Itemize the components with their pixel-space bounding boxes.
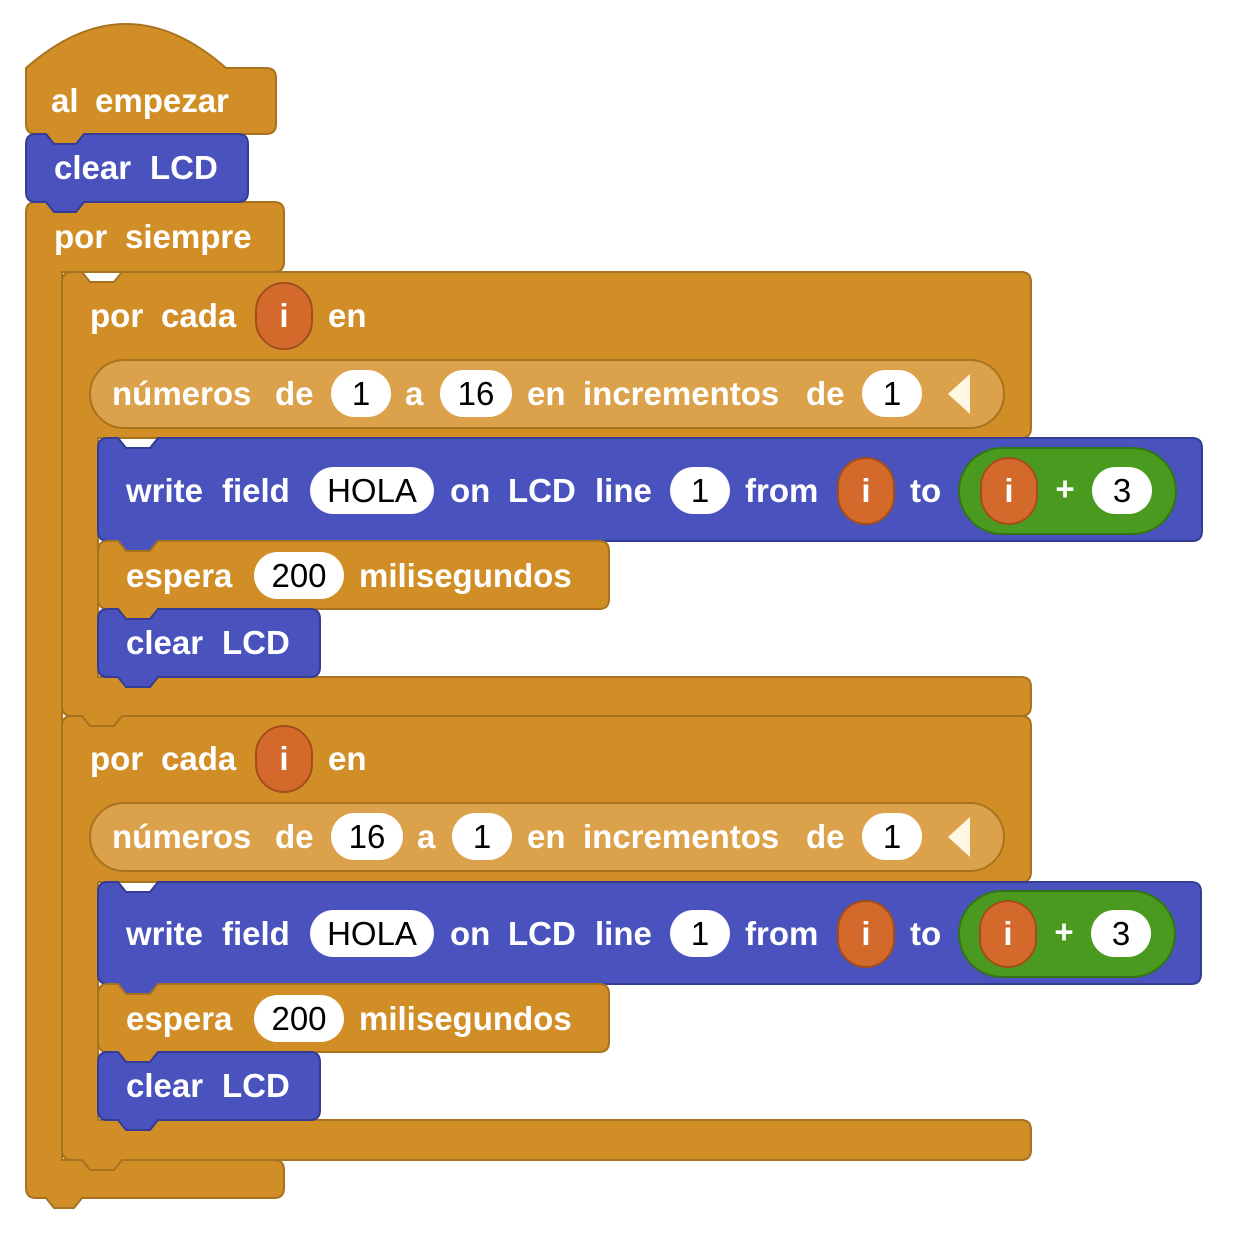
write-from-variable: i: [861, 472, 870, 509]
write-label-field: field: [222, 472, 290, 509]
collapse-arrow-icon[interactable]: [948, 374, 970, 414]
for-each-block-2[interactable]: por cada i en números de 16 a 1 en incre…: [61, 715, 1202, 1171]
range-block[interactable]: [89, 802, 1005, 872]
wait-label-espera: espera: [126, 1000, 233, 1037]
clear-lcd-label-lcd: LCD: [222, 624, 290, 661]
math-variable: i: [1004, 472, 1013, 509]
range-to-value: 1: [473, 818, 491, 855]
write-from-variable: i: [861, 915, 870, 952]
range-to-input[interactable]: [440, 370, 512, 417]
wait-label-espera: espera: [126, 557, 233, 594]
write-label-write: write: [125, 915, 203, 952]
for-each-block-1[interactable]: por cada i en números de 1 a 16 en incre…: [61, 271, 1203, 727]
math-value-input[interactable]: [1092, 467, 1152, 514]
math-value: 3: [1113, 472, 1131, 509]
math-variable-pill[interactable]: [980, 457, 1038, 525]
clear-lcd-label-clear: clear: [126, 624, 203, 661]
math-operator: +: [1054, 913, 1073, 950]
loop-variable-name: i: [279, 740, 288, 777]
for-each-label-cada: cada: [161, 740, 237, 777]
range-step-input[interactable]: [862, 370, 922, 417]
math-value: 3: [1112, 915, 1130, 952]
write-label-lcd: LCD: [508, 472, 576, 509]
wait-label-milisegundos: milisegundos: [359, 1000, 572, 1037]
range-step-value: 1: [883, 375, 901, 412]
write-label-on: on: [450, 915, 490, 952]
range-label-en: en: [527, 818, 566, 855]
range-label-incrementos: incrementos: [583, 818, 779, 855]
for-each-label-cada: cada: [161, 297, 237, 334]
write-text-input[interactable]: [310, 467, 434, 514]
write-line-value: 1: [691, 915, 709, 952]
range-label-de-2: de: [806, 818, 845, 855]
collapse-arrow-icon[interactable]: [948, 817, 970, 857]
write-label-field: field: [222, 915, 290, 952]
clear-lcd-label-clear: clear: [126, 1067, 203, 1104]
range-from-input[interactable]: [331, 813, 403, 860]
on-start-label-al: al: [51, 82, 79, 119]
wait-ms-input[interactable]: [254, 995, 344, 1042]
write-from-variable-pill[interactable]: [837, 900, 895, 968]
loop-variable-pill[interactable]: [255, 725, 313, 793]
range-step-value: 1: [883, 818, 901, 855]
math-variable-pill[interactable]: [979, 900, 1037, 968]
wait-ms-value: 200: [271, 1000, 326, 1037]
range-from-input[interactable]: [331, 370, 391, 417]
clear-lcd-label-clear: clear: [54, 149, 131, 186]
range-from-value: 16: [349, 818, 386, 855]
clear-lcd-block[interactable]: [97, 608, 321, 688]
range-label-de: de: [275, 375, 314, 412]
clear-lcd-block[interactable]: [97, 1051, 321, 1131]
write-label-from: from: [745, 915, 818, 952]
range-to-value: 16: [458, 375, 495, 412]
range-label-de-2: de: [806, 375, 845, 412]
for-each-label-por: por: [90, 740, 143, 777]
write-text-input[interactable]: [310, 910, 434, 957]
range-block[interactable]: [89, 359, 1005, 429]
forever-label-siempre: siempre: [125, 218, 252, 255]
on-start-label-empezar: empezar: [95, 82, 229, 119]
write-label-lcd: LCD: [508, 915, 576, 952]
range-label-de: de: [275, 818, 314, 855]
clear-lcd-label-lcd: LCD: [150, 149, 218, 186]
write-label-line: line: [595, 472, 652, 509]
write-label-line: line: [595, 915, 652, 952]
range-label-numeros: números: [112, 818, 251, 855]
write-label-to: to: [910, 472, 941, 509]
math-variable: i: [1003, 915, 1012, 952]
for-each-label-por: por: [90, 297, 143, 334]
write-label-on: on: [450, 472, 490, 509]
write-label-to: to: [910, 915, 941, 952]
wait-ms-input[interactable]: [254, 552, 344, 599]
range-label-a: a: [405, 375, 424, 412]
write-text-value: HOLA: [327, 915, 417, 952]
wait-label-milisegundos: milisegundos: [359, 557, 572, 594]
range-label-en: en: [527, 375, 566, 412]
range-label-a: a: [417, 818, 436, 855]
clear-lcd-label-lcd: LCD: [222, 1067, 290, 1104]
forever-label-por: por: [54, 218, 107, 255]
math-operator: +: [1055, 470, 1074, 507]
loop-variable-name: i: [279, 297, 288, 334]
for-each-label-en: en: [328, 740, 367, 777]
range-from-value: 1: [352, 375, 370, 412]
for-each-label-en: en: [328, 297, 367, 334]
write-line-input[interactable]: [670, 467, 730, 514]
write-line-value: 1: [691, 472, 709, 509]
write-label-from: from: [745, 472, 818, 509]
write-from-variable-pill[interactable]: [837, 457, 895, 525]
math-value-input[interactable]: [1091, 910, 1151, 957]
range-to-input[interactable]: [452, 813, 512, 860]
write-line-input[interactable]: [670, 910, 730, 957]
range-label-numeros: números: [112, 375, 251, 412]
write-text-value: HOLA: [327, 472, 417, 509]
loop-variable-pill[interactable]: [255, 282, 313, 350]
clear-lcd-block[interactable]: [25, 133, 249, 213]
write-label-write: write: [125, 472, 203, 509]
wait-ms-value: 200: [271, 557, 326, 594]
range-step-input[interactable]: [862, 813, 922, 860]
range-label-incrementos: incrementos: [583, 375, 779, 412]
